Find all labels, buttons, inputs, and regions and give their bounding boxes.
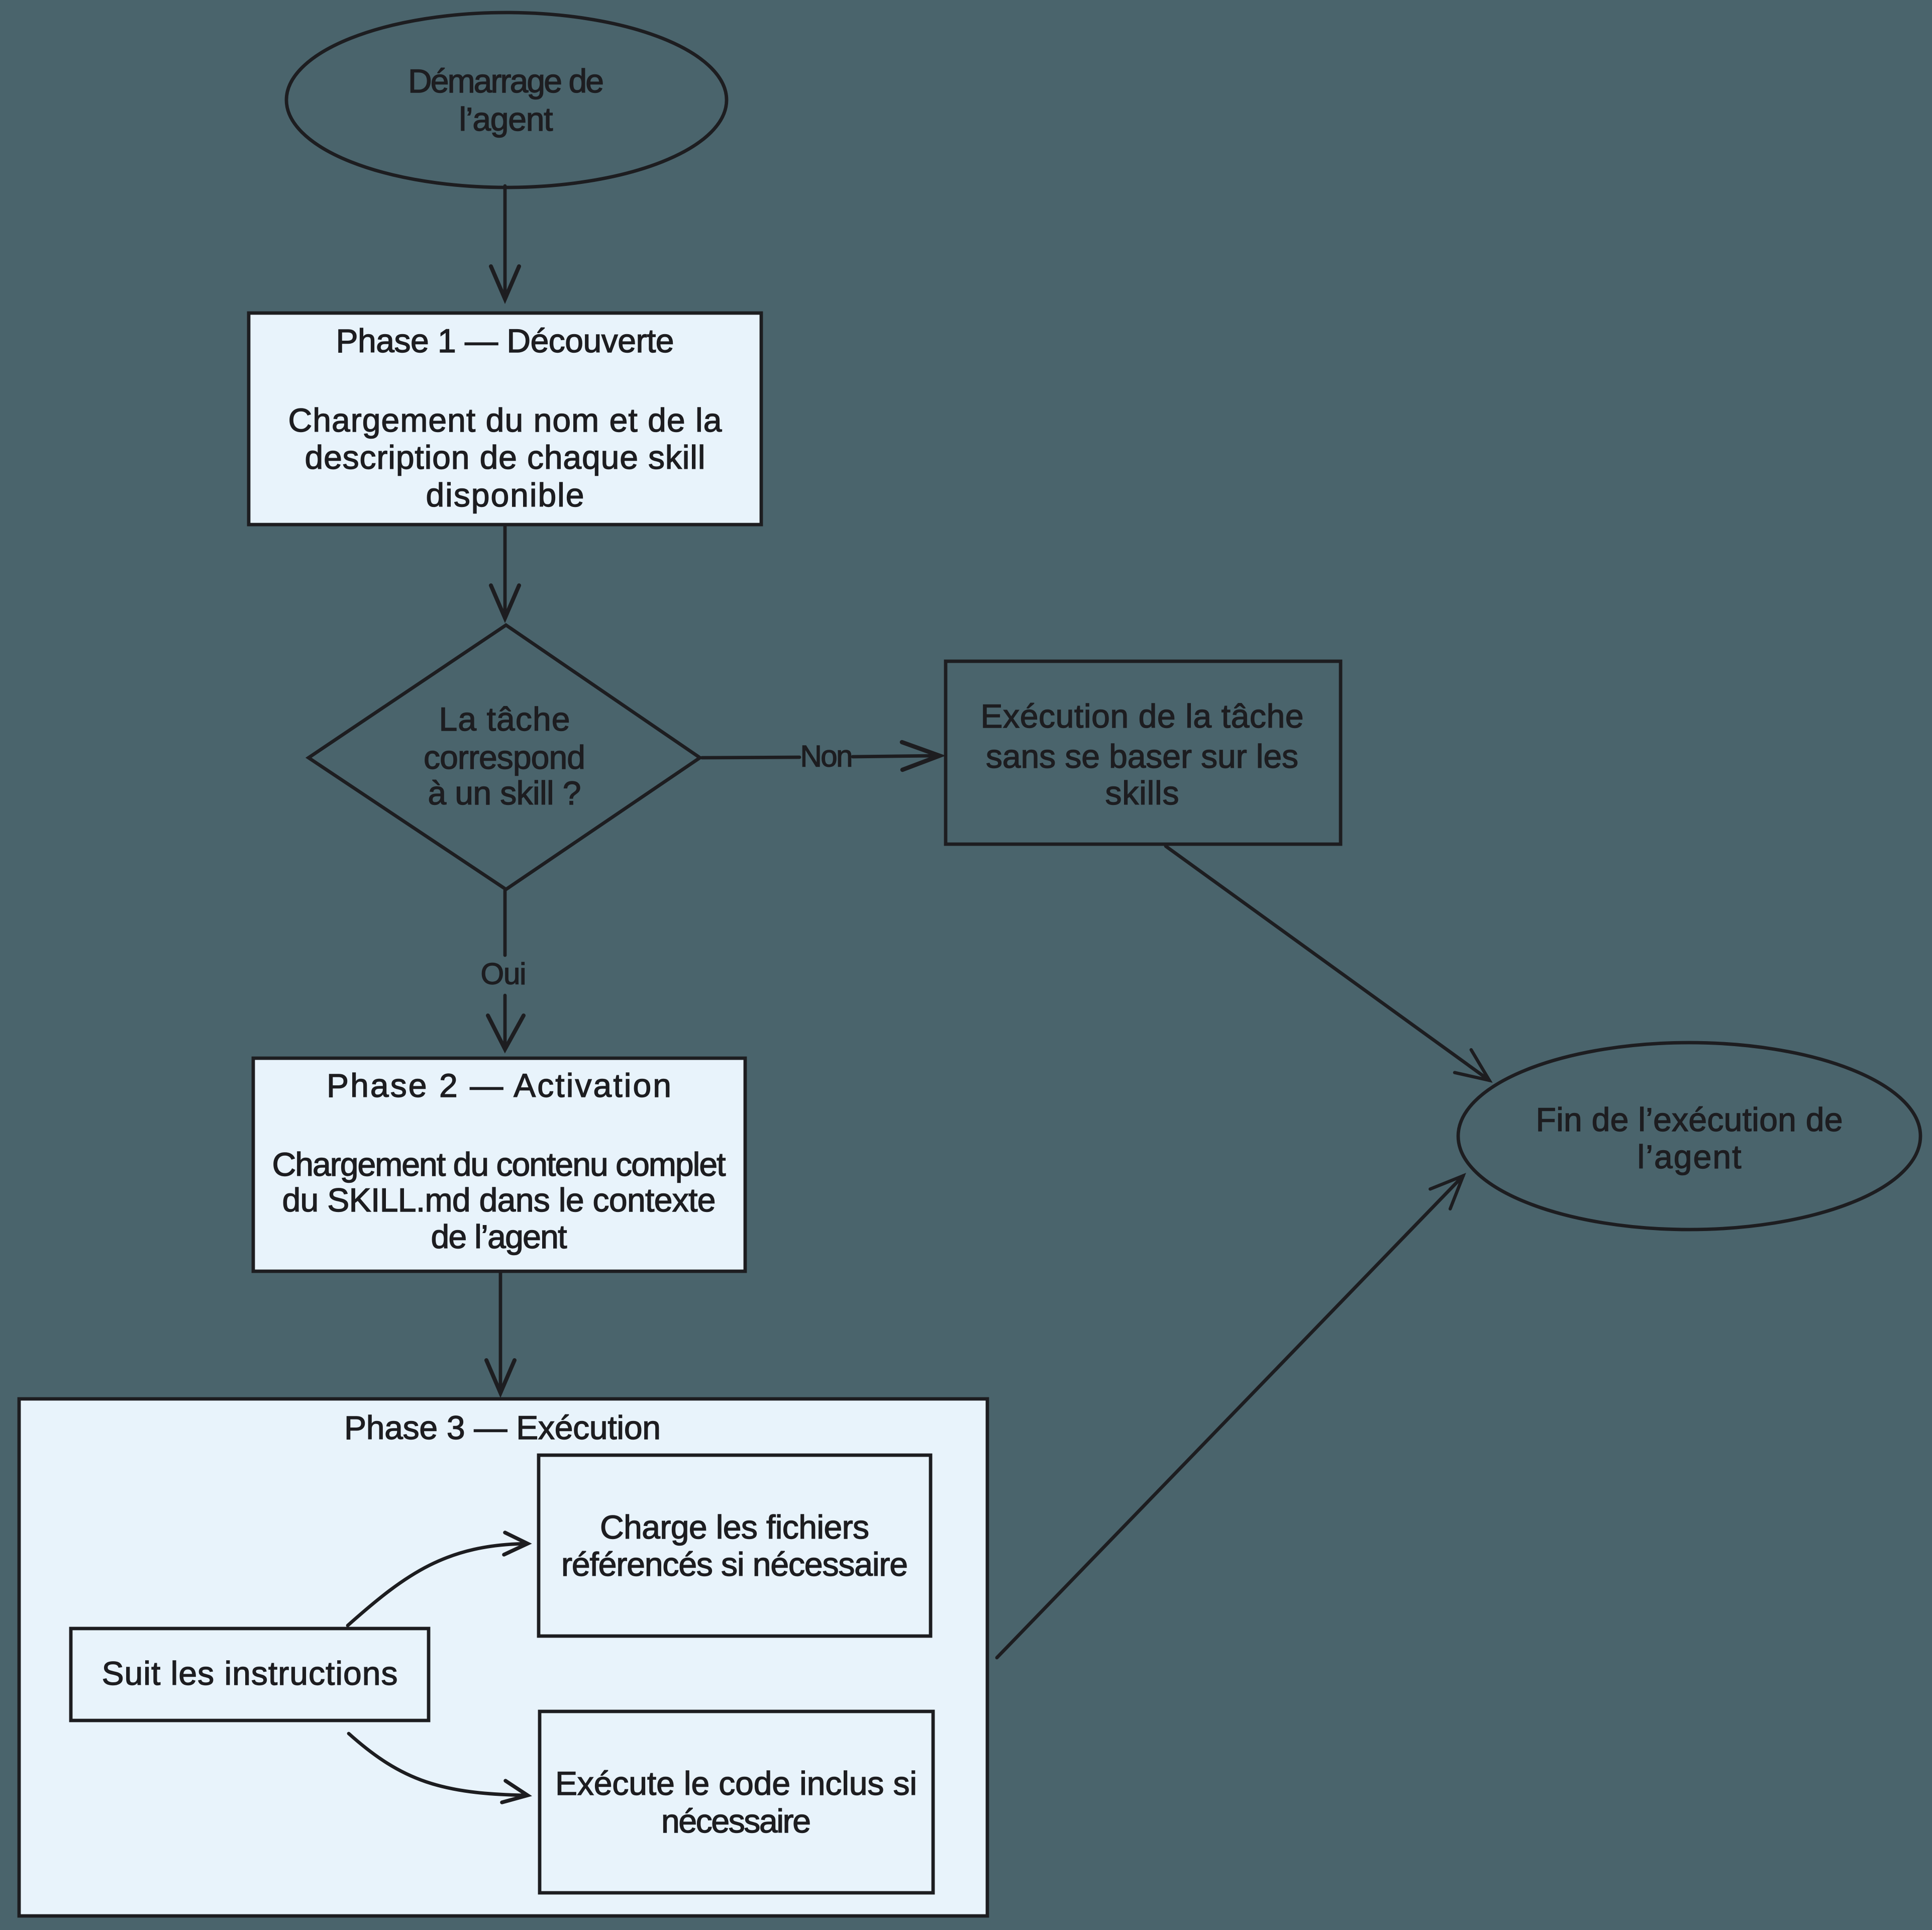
svg-text:sans se baser sur les: sans se baser sur les <box>986 738 1298 775</box>
svg-text:nécessaire: nécessaire <box>661 1802 811 1840</box>
svg-text:Démarrage de: Démarrage de <box>408 62 604 99</box>
svg-text:l’agent: l’agent <box>459 100 553 138</box>
svg-text:l’agent: l’agent <box>1638 1138 1742 1175</box>
svg-text:Chargement du contenu complet: Chargement du contenu complet <box>272 1146 726 1183</box>
svg-text:du SKILL.md dans le contexte: du SKILL.md dans le contexte <box>282 1181 716 1218</box>
svg-text:disponible: disponible <box>426 476 584 514</box>
svg-text:Phase 3 — Exécution: Phase 3 — Exécution <box>344 1409 661 1446</box>
svg-text:Charge les fichiers: Charge les fichiers <box>600 1508 869 1546</box>
svg-text:Fin de l’exécution de: Fin de l’exécution de <box>1536 1101 1843 1138</box>
svg-text:à un skill ?: à un skill ? <box>428 774 581 811</box>
svg-text:Phase 1 — Découverte: Phase 1 — Découverte <box>336 322 674 359</box>
svg-text:Exécute le code inclus si: Exécute le code inclus si <box>555 1765 917 1802</box>
svg-text:Oui: Oui <box>481 957 527 991</box>
svg-text:référencés si nécessaire: référencés si nécessaire <box>561 1546 908 1583</box>
svg-text:La tâche: La tâche <box>439 700 570 738</box>
svg-text:Exécution de la tâche: Exécution de la tâche <box>981 697 1304 735</box>
svg-text:description de chaque skill: description de chaque skill <box>305 439 705 476</box>
svg-text:correspond: correspond <box>424 739 585 776</box>
svg-text:Phase 2 — Activation: Phase 2 — Activation <box>327 1067 671 1104</box>
svg-text:Suit les instructions: Suit les instructions <box>102 1655 398 1692</box>
svg-text:Non: Non <box>800 740 853 773</box>
svg-text:de l’agent: de l’agent <box>431 1218 567 1255</box>
svg-text:skills: skills <box>1105 774 1179 811</box>
svg-text:Chargement du nom et de la: Chargement du nom et de la <box>288 401 722 439</box>
